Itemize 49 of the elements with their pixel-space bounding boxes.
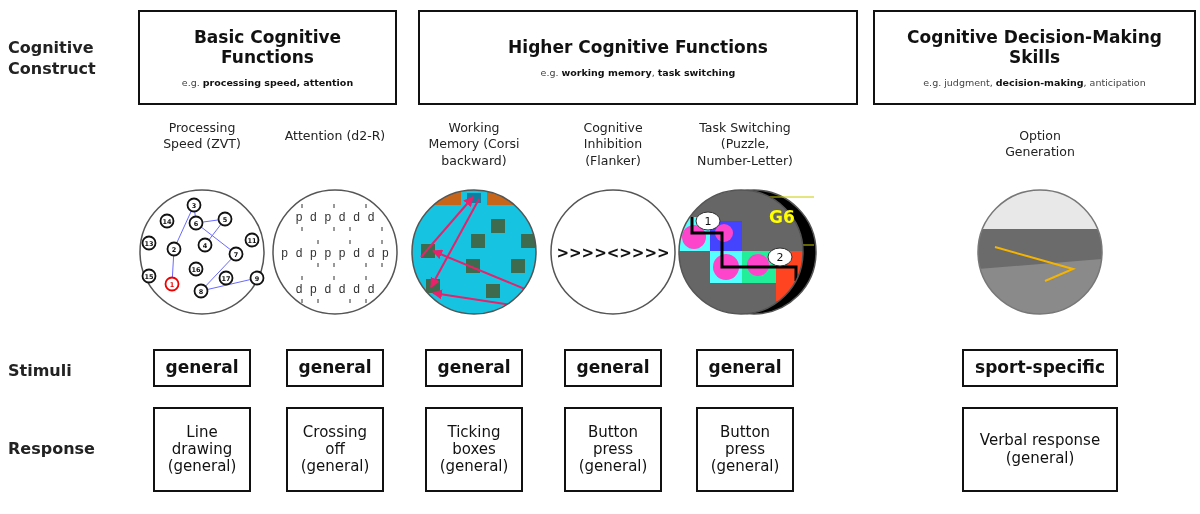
construct-heading: Basic Cognitive Functions: [192, 26, 343, 68]
construct-heading: Higher Cognitive Functions: [508, 36, 768, 58]
example-text: e.g. working memory, task switching: [540, 67, 736, 79]
example-text: e.g. processing speed, attention: [181, 77, 354, 89]
stimulus-box: [286, 349, 384, 387]
construct-box: [873, 10, 1196, 105]
construct-box: [138, 10, 397, 105]
stimulus-type: general: [437, 358, 511, 378]
response-type: Button press (general): [709, 423, 781, 476]
stimulus-type: sport-specific: [975, 358, 1105, 378]
response-type: Ticking boxes (general): [438, 423, 510, 476]
stimulus-box: [153, 349, 251, 387]
response-box: [153, 407, 251, 492]
response-box: [564, 407, 662, 492]
number-marker: 1: [695, 211, 721, 231]
response-type: Line drawing (general): [166, 423, 238, 476]
response-type: Button press (general): [577, 423, 649, 476]
test-name: Processing Speed (ZVT): [162, 120, 242, 153]
stimulus-box: [696, 349, 794, 387]
letter-number-text: G6: [769, 207, 795, 227]
test-name: Option Generation: [1004, 128, 1076, 161]
response-box: [962, 407, 1118, 492]
stimulus-type: general: [298, 358, 372, 378]
response-type: Verbal response (general): [978, 432, 1102, 467]
test-name: Attention (d2-R): [283, 128, 387, 145]
stimulus-type: general: [165, 358, 239, 378]
test-name: Working Memory (Corsi backward): [427, 120, 521, 169]
response-box: [286, 407, 384, 492]
letter-row: p d p d d d: [295, 211, 375, 225]
test-name: Cognitive Inhibition (Flanker): [582, 120, 644, 169]
letter-row: d p d d d d: [295, 283, 375, 297]
row-header: Stimuli: [8, 361, 73, 382]
arrow-symbols: >>>><>>>>: [556, 244, 670, 262]
stimulus-box: [564, 349, 662, 387]
response-box: [425, 407, 523, 492]
stimulus-type: general: [576, 358, 650, 378]
letter-row: p d p p p d d p: [281, 247, 389, 261]
stimulus-box: [962, 349, 1118, 387]
stimulus-type: general: [708, 358, 782, 378]
test-name: Task Switching (Puzzle, Number-Letter): [696, 120, 794, 169]
number-marker: 2: [767, 247, 793, 267]
row-header: Response: [8, 439, 96, 460]
stimulus-box: [425, 349, 523, 387]
example-text: e.g. judgment, decision-making, anticipation: [923, 77, 1146, 89]
response-box: [696, 407, 794, 492]
construct-box: [418, 10, 858, 105]
response-type: Crossing off (general): [299, 423, 371, 476]
row-header: Cognitive Construct: [8, 38, 97, 80]
construct-heading: Cognitive Decision-Making Skills: [906, 26, 1163, 68]
